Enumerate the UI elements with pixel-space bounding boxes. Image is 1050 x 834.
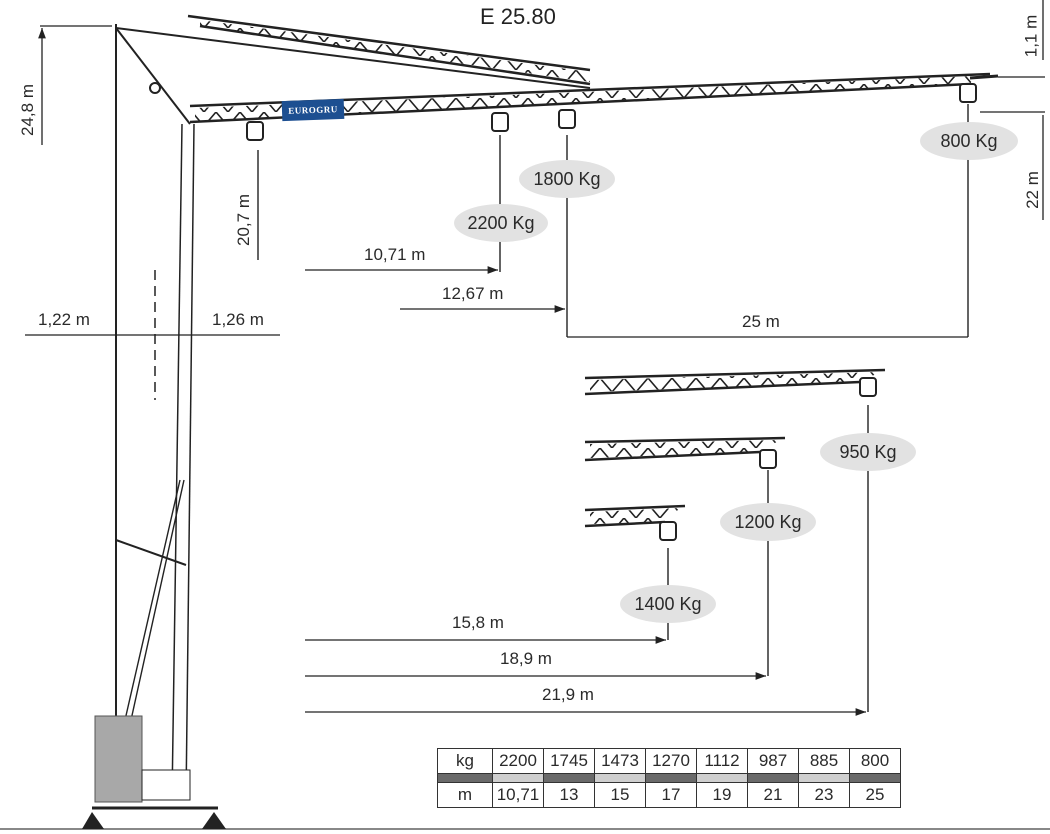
kg-label: kg — [437, 748, 493, 774]
kg-cell: 1112 — [696, 748, 748, 774]
dim-hook-height-tip: 22 m — [1022, 171, 1042, 209]
dim-radius-18-9: 18,9 m — [500, 649, 552, 668]
upper-jib-section — [187, 14, 591, 86]
m-cell: 23 — [798, 782, 850, 808]
m-cell: 25 — [849, 782, 901, 808]
kg-cell: 800 — [849, 748, 901, 774]
load-table: kg 2200 1745 1473 1270 1112 987 885 800 … — [437, 748, 901, 808]
load-bubble-1800: 1800 Kg — [519, 160, 615, 198]
dim-base-left: 1,22 m — [38, 310, 90, 329]
load-bubble-1400: 1400 Kg — [620, 585, 716, 623]
dimension-lines — [25, 0, 1045, 716]
m-cell: 21 — [747, 782, 799, 808]
dim-hook-height-min: 20,7 m — [233, 194, 253, 246]
kg-cell: 1473 — [594, 748, 646, 774]
kg-cell: 1270 — [645, 748, 697, 774]
jib-variant-21-9 — [584, 368, 886, 397]
m-cell: 13 — [543, 782, 595, 808]
tower-mast — [115, 24, 591, 801]
load-table-m-row: m 10,71 13 15 17 19 21 23 25 — [437, 782, 901, 808]
dim-jib-tip-offset: 1,1 m — [1021, 14, 1041, 58]
dim-base-right: 1,26 m — [212, 310, 264, 329]
jib-variant-15-8 — [584, 504, 686, 541]
kg-cell: 1745 — [543, 748, 595, 774]
dim-radius-12-67: 12,67 m — [442, 284, 504, 303]
load-table-kg-row: kg 2200 1745 1473 1270 1112 987 885 800 — [437, 748, 901, 774]
load-table-band — [437, 773, 901, 783]
kg-cell: 2200 — [492, 748, 544, 774]
m-cell: 10,71 — [492, 782, 544, 808]
dim-radius-21-9: 21,9 m — [542, 685, 594, 704]
dim-radius-25: 25 m — [742, 312, 780, 331]
brand-logo: EUROGRU — [281, 98, 345, 122]
load-bubble-950: 950 Kg — [820, 433, 916, 471]
crane-base — [82, 715, 226, 829]
load-bubble-800: 800 Kg — [920, 122, 1018, 160]
m-cell: 15 — [594, 782, 646, 808]
kg-cell: 885 — [798, 748, 850, 774]
model-title: E 25.80 — [480, 4, 556, 29]
m-cell: 17 — [645, 782, 697, 808]
load-bubble-1200: 1200 Kg — [720, 503, 816, 541]
dim-radius-10-71: 10,71 m — [364, 245, 426, 264]
hook-trolleys — [246, 83, 977, 141]
hook-lines — [257, 104, 969, 712]
m-cell: 19 — [696, 782, 748, 808]
kg-cell: 987 — [747, 748, 799, 774]
dim-tower-height: 24,8 m — [17, 84, 37, 136]
jib-variant-18-9 — [584, 436, 786, 469]
dim-radius-15-8: 15,8 m — [452, 613, 504, 632]
m-label: m — [437, 782, 493, 808]
load-bubble-2200: 2200 Kg — [454, 204, 548, 242]
